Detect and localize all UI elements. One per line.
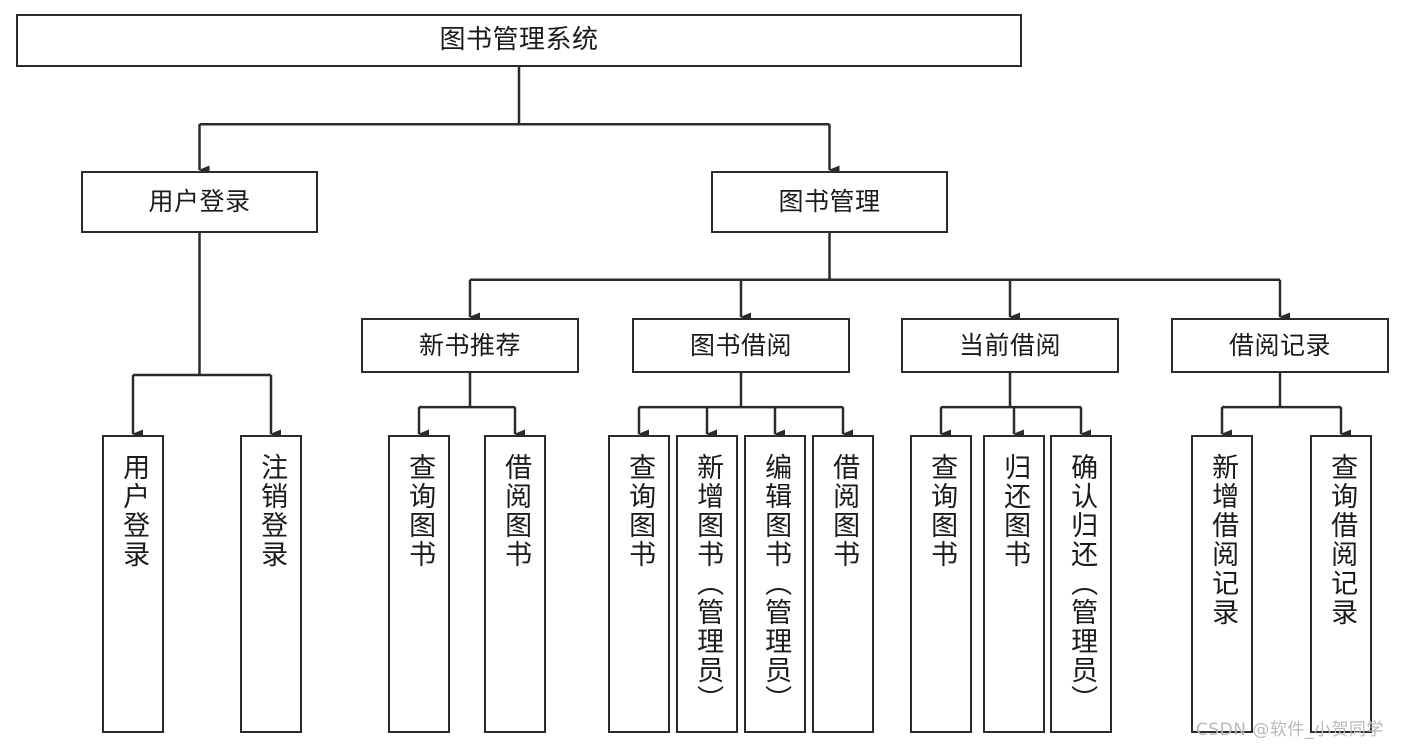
node-leaf-logout[interactable]: 注销登录 <box>240 435 302 733</box>
node-label: 当前借阅 <box>958 330 1061 360</box>
node-new-book-recommend[interactable]: 新书推荐 <box>361 318 579 373</box>
node-label: 新增借阅记录 <box>1207 453 1239 627</box>
node-leaf-edit-book[interactable]: 编辑图书（管理员） <box>744 435 806 733</box>
node-label: 查询图书 <box>926 453 958 569</box>
watermark: CSDN @软件_小贺同学 <box>1196 720 1384 740</box>
node-leaf-user-login[interactable]: 用户登录 <box>102 435 164 733</box>
node-label: 新增图书（管理员） <box>692 453 724 714</box>
node-label: 图书借阅 <box>689 330 792 360</box>
node-leaf-add-book[interactable]: 新增图书（管理员） <box>676 435 738 733</box>
node-leaf-query-book-1[interactable]: 查询图书 <box>388 435 450 733</box>
node-current-borrow[interactable]: 当前借阅 <box>901 318 1119 373</box>
node-leaf-borrow-book-2[interactable]: 借阅图书 <box>812 435 874 733</box>
node-user-login[interactable]: 用户登录 <box>81 171 318 233</box>
node-leaf-confirm-return[interactable]: 确认归还（管理员） <box>1050 435 1112 733</box>
node-label: 注销登录 <box>256 453 288 569</box>
node-leaf-add-borrow-record[interactable]: 新增借阅记录 <box>1191 435 1253 733</box>
node-label: 查询图书 <box>624 453 656 569</box>
node-label: 借阅图书 <box>828 453 860 569</box>
node-leaf-query-book-3[interactable]: 查询图书 <box>910 435 972 733</box>
node-label: 新书推荐 <box>418 330 521 360</box>
node-label: 编辑图书（管理员） <box>760 453 792 714</box>
node-label: 归还图书 <box>999 453 1031 569</box>
node-label: 确认归还（管理员） <box>1066 453 1098 714</box>
node-leaf-borrow-book-1[interactable]: 借阅图书 <box>484 435 546 733</box>
node-label: 图书管理 <box>778 187 881 217</box>
node-label: 用户登录 <box>148 187 251 217</box>
node-label: 借阅图书 <box>500 453 532 569</box>
node-book-borrow[interactable]: 图书借阅 <box>632 318 850 373</box>
node-book-management[interactable]: 图书管理 <box>711 171 948 233</box>
node-label: 用户登录 <box>118 453 150 569</box>
node-root[interactable]: 图书管理系统 <box>16 14 1022 67</box>
node-leaf-query-borrow-record[interactable]: 查询借阅记录 <box>1310 435 1372 733</box>
node-borrow-record[interactable]: 借阅记录 <box>1171 318 1389 373</box>
node-leaf-return-book[interactable]: 归还图书 <box>983 435 1045 733</box>
node-label: 图书管理系统 <box>439 25 599 56</box>
node-label: 查询图书 <box>404 453 436 569</box>
node-label: 借阅记录 <box>1228 330 1331 360</box>
node-label: 查询借阅记录 <box>1326 453 1358 627</box>
node-leaf-query-book-2[interactable]: 查询图书 <box>608 435 670 733</box>
